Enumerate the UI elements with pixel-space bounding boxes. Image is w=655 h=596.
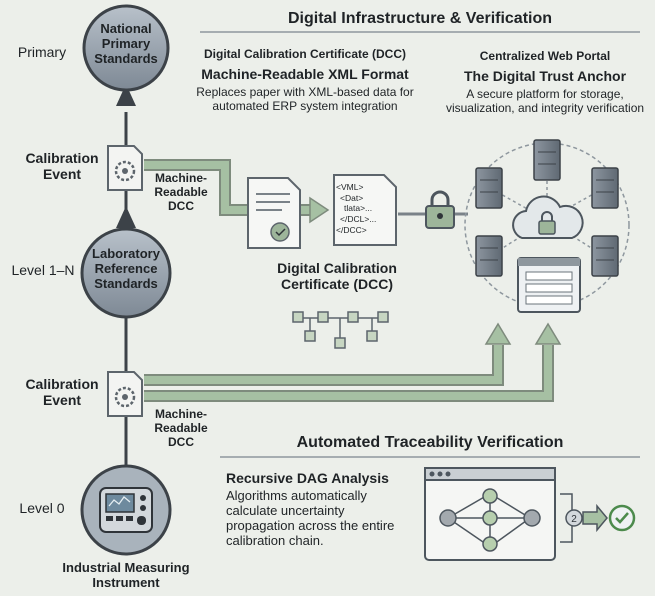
up-arrow-icon [116, 84, 136, 106]
level-1n-label: Level 1–N [11, 262, 75, 278]
xml-line: tlata>... [344, 203, 373, 214]
machine-readable-dcc-label: Machine-Readable DCC [154, 407, 208, 449]
portal-heading: Centralized Web Portal [479, 49, 611, 63]
server-icon [475, 235, 503, 277]
calibration-event-label: Calibration Event [25, 150, 99, 183]
dcc-flow-arrows [144, 159, 562, 402]
national-standards-label: National Primary Standards [94, 21, 158, 66]
arrow-head-icon [484, 322, 512, 345]
certificate-document-icon [247, 177, 301, 249]
machine-readable-dcc-label: Machine-Readable DCC [154, 171, 208, 213]
dcc-subheading: Machine-Readable XML Format [201, 66, 409, 82]
xml-content: <VML> <Dat> tlata>... </DCL>... </DCC> [336, 182, 388, 235]
verification-result: 2 [560, 493, 636, 543]
lock-icon [398, 190, 468, 229]
arrow-head-icon [534, 322, 562, 345]
server-icon [591, 235, 619, 277]
calibration-event-document-icon [107, 145, 143, 191]
server-icon [475, 167, 503, 209]
dag-node [439, 509, 457, 527]
page-title: Digital Infrastructure & Verification [287, 10, 553, 27]
portal-description: A secure platform for storage, visualiza… [445, 87, 645, 115]
instrument-node [80, 464, 172, 556]
gear-icon [114, 160, 136, 182]
calibration-event-document-icon [107, 371, 143, 417]
xml-document-icon [333, 174, 397, 246]
cloud-lock-icon [512, 195, 584, 239]
portal-network [464, 139, 630, 313]
level-0-label: Level 0 [19, 500, 65, 516]
laboratory-standards-node [80, 227, 172, 319]
dcc-chain-mini-diagram [292, 311, 389, 349]
dag-description: Algorithms automatically calculate uncer… [226, 488, 395, 548]
server-icon [533, 139, 561, 181]
svg-text:2: 2 [571, 514, 577, 525]
dag-node [482, 510, 498, 526]
calibration-event-label: Calibration Event [25, 376, 99, 409]
level-primary-label: Primary [17, 44, 67, 60]
xml-line: <VML> [336, 182, 364, 192]
dag-node [482, 488, 498, 504]
server-icon [591, 167, 619, 209]
verification-title: Automated Traceability Verification [296, 434, 564, 451]
dag-heading: Recursive DAG Analysis [226, 470, 389, 486]
laboratory-standards-label: Laboratory Reference Standards [92, 246, 160, 291]
instrument-label: Industrial Measuring Instrument [62, 560, 190, 590]
browser-window-icon [517, 257, 581, 313]
dag-window [424, 467, 556, 561]
xml-line: </DCC> [336, 224, 367, 235]
up-arrow-icon [116, 206, 136, 228]
dag-node [482, 536, 498, 552]
dcc-caption: Digital Calibration Certificate (DCC) [277, 260, 397, 293]
arrow-head-icon [309, 196, 330, 224]
xml-line: <Dat> [340, 192, 364, 203]
dcc-heading: Digital Calibration Certificate (DCC) [203, 47, 407, 61]
dcc-description: Replaces paper with XML-based data for a… [196, 85, 414, 113]
seal-icon [270, 222, 290, 242]
national-standards-node [82, 4, 170, 92]
gear-icon [114, 386, 136, 408]
dag-node [523, 509, 541, 527]
arrow-right-icon [582, 503, 608, 533]
portal-subheading: The Digital Trust Anchor [463, 68, 627, 84]
xml-line: </DCL>... [340, 213, 377, 224]
